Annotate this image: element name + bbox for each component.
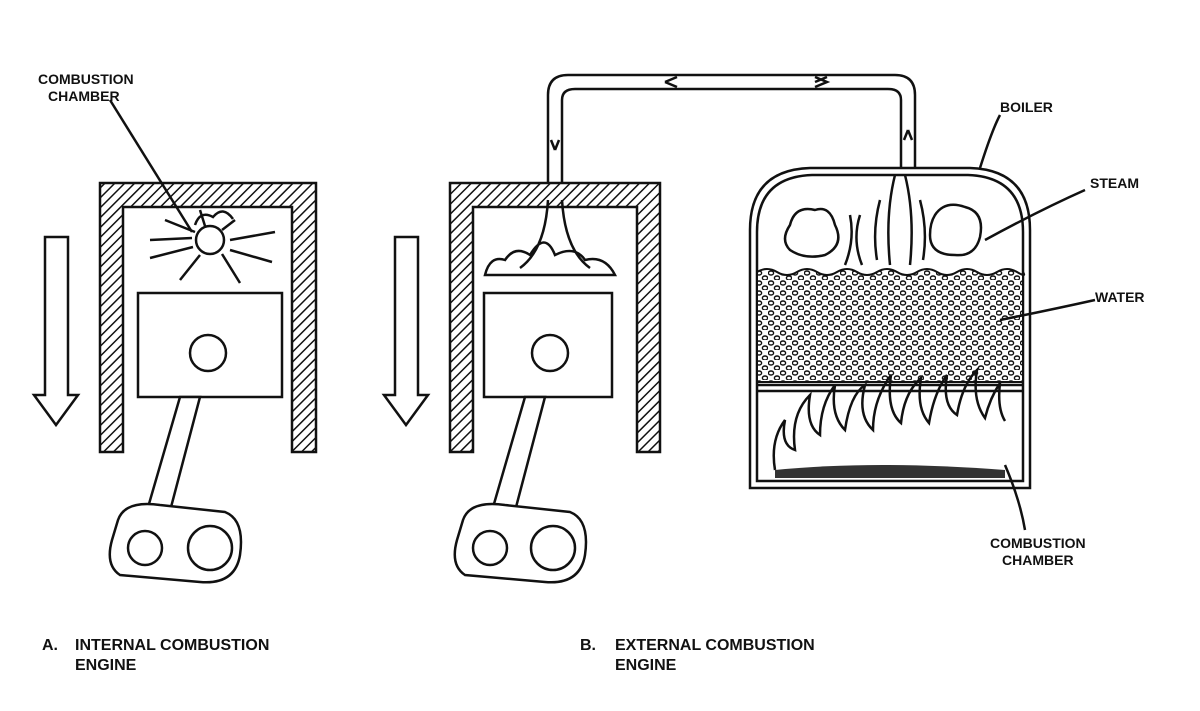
steam-clouds	[783, 203, 983, 258]
flames	[772, 366, 1007, 471]
cylinder	[448, 181, 662, 454]
steam-in-cylinder	[483, 199, 618, 277]
combustion-explosion	[149, 209, 276, 284]
water-label: WATER	[1095, 289, 1145, 305]
connecting-rod	[453, 395, 588, 584]
leader-line	[108, 99, 194, 233]
steam-rising	[843, 174, 927, 266]
steam-pipe	[546, 73, 917, 200]
boiler	[748, 166, 1032, 490]
leader-lines	[978, 114, 1096, 531]
connecting-rod	[108, 395, 243, 584]
cylinder	[98, 181, 318, 454]
down-arrow-icon	[31, 235, 81, 428]
steam-label: STEAM	[1090, 175, 1139, 191]
piston-pin	[530, 333, 570, 373]
fuel-bed	[775, 465, 1005, 478]
boiler-label: BOILER	[1000, 99, 1053, 115]
down-arrow-icon	[381, 235, 431, 428]
piston-pin	[188, 333, 228, 373]
water	[756, 268, 1026, 383]
